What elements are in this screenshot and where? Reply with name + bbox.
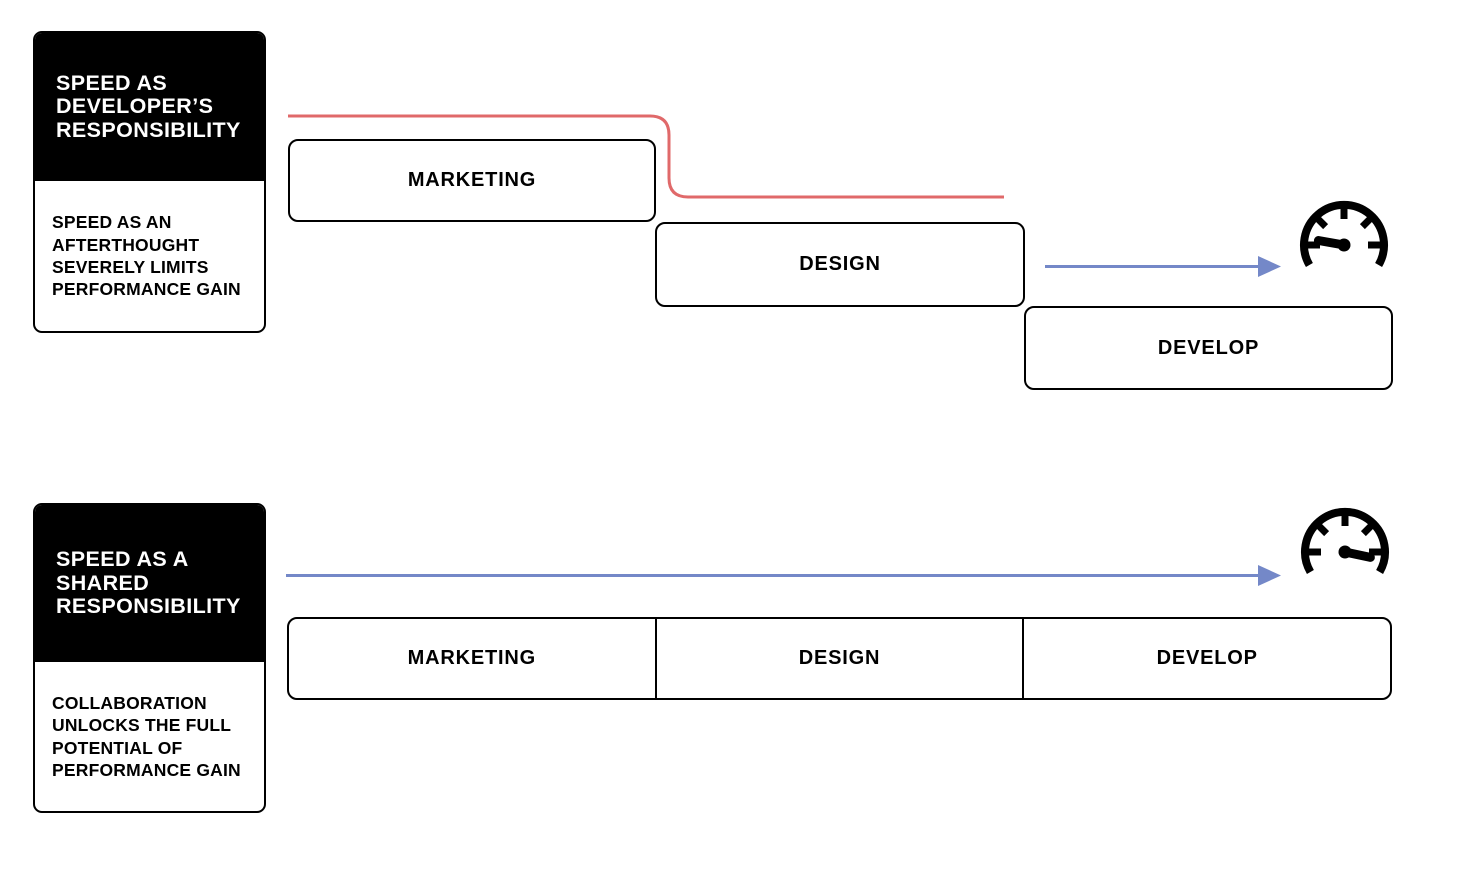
shared-stage-row: MARKETING DESIGN DEVELOP	[287, 617, 1392, 700]
card-description-line: PERFORMANCE GAIN	[52, 759, 241, 780]
card-description: COLLABORATION UNLOCKS THE FULL POTENTIAL…	[52, 692, 241, 781]
speedometer-low-icon	[1300, 200, 1388, 267]
info-card-developer-responsibility: SPEED AS DEVELOPER’S RESPONSIBILITY SPEE…	[33, 31, 266, 333]
card-description-line: COLLABORATION	[52, 692, 207, 713]
info-card-shared-responsibility: SPEED AS A SHARED RESPONSIBILITY COLLABO…	[33, 503, 266, 813]
card-title-line: SPEED AS A	[56, 547, 189, 572]
top-result-arrow	[1045, 256, 1281, 277]
card-description-line: UNLOCKS THE FULL	[52, 715, 232, 736]
card-title: SPEED AS DEVELOPER’S RESPONSIBILITY	[56, 70, 241, 143]
stage-box-marketing: MARKETING	[288, 139, 656, 222]
stage-label: MARKETING	[407, 169, 537, 191]
card-description-line: SEVERELY LIMITS	[52, 257, 209, 277]
card-description-line: AFTERTHOUGHT	[52, 234, 200, 255]
card-header: SPEED AS A SHARED RESPONSIBILITY	[35, 505, 264, 662]
card-description-line: POTENTIAL OF	[52, 737, 183, 758]
stage-label: DEVELOP	[1157, 336, 1260, 359]
bottom-result-arrow	[286, 565, 1281, 586]
card-title-line: DEVELOPER’S	[56, 94, 214, 119]
card-header: SPEED AS DEVELOPER’S RESPONSIBILITY	[35, 33, 264, 181]
stage-label: MARKETING	[407, 647, 536, 669]
card-title-line: SPEED AS	[56, 70, 168, 95]
card-title-line: RESPONSIBILITY	[56, 117, 241, 142]
speedometer-high-icon	[1301, 507, 1389, 574]
card-title-line: SHARED	[56, 570, 150, 595]
card-description: SPEED AS AN AFTERTHOUGHT SEVERELY LIMITS…	[52, 211, 241, 300]
stage-cell-develop: DEVELOP	[1022, 619, 1390, 698]
stage-label: DEVELOP	[1156, 647, 1258, 669]
stage-box-design: DESIGN	[655, 222, 1025, 307]
card-description-line: SPEED AS AN	[52, 212, 172, 233]
card-body: SPEED AS AN AFTERTHOUGHT SEVERELY LIMITS…	[35, 181, 264, 331]
stage-label: DESIGN	[798, 647, 881, 669]
stage-cell-design: DESIGN	[654, 619, 1023, 698]
card-body: COLLABORATION UNLOCKS THE FULL POTENTIAL…	[35, 662, 264, 811]
stage-box-develop: DEVELOP	[1024, 306, 1393, 390]
card-title: SPEED AS A SHARED RESPONSIBILITY	[56, 548, 241, 619]
card-description-line: PERFORMANCE GAIN	[52, 279, 241, 300]
stage-label: DESIGN	[799, 253, 881, 275]
stage-cell-marketing: MARKETING	[289, 619, 655, 698]
card-title-line: RESPONSIBILITY	[56, 594, 241, 619]
